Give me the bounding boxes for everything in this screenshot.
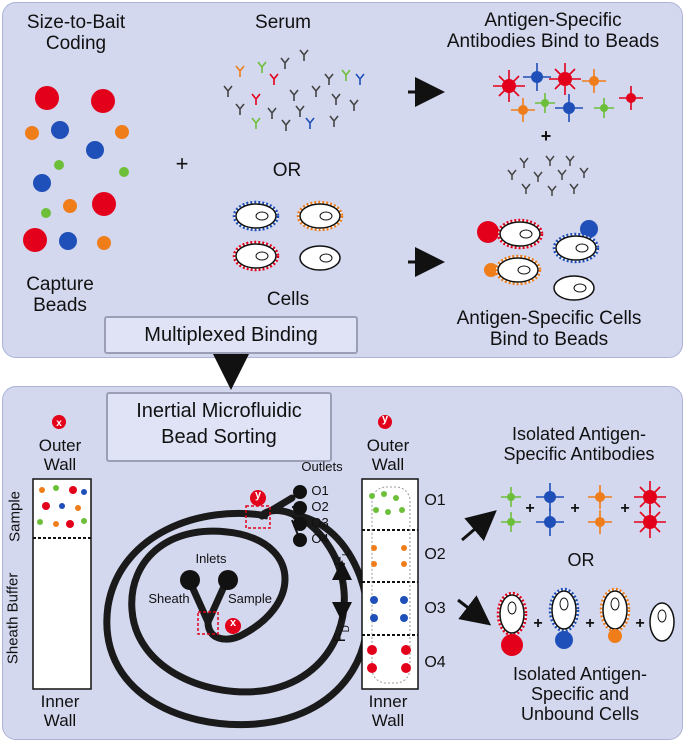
capture-bead bbox=[63, 199, 77, 213]
plus-between-antibodies-1: + bbox=[525, 500, 535, 517]
capture-bead bbox=[115, 125, 129, 139]
outlets-title: Outlets bbox=[301, 459, 343, 474]
capture-bead bbox=[35, 86, 59, 110]
inlet-sample-label: Sample bbox=[227, 591, 273, 606]
plus-between-cells-3: + bbox=[635, 615, 645, 632]
inlet-ports bbox=[180, 570, 238, 590]
capture-bead bbox=[23, 228, 47, 252]
outer-wall-left: Outer Wall bbox=[38, 436, 82, 475]
bound-cells-group bbox=[477, 218, 600, 301]
spiral-outer-loop bbox=[103, 509, 371, 729]
cells-label: Cells bbox=[266, 289, 310, 310]
isolated-antibodies-label: Isolated Antigen- Specific Antibodies bbox=[503, 424, 655, 465]
isolated-cells-label: Isolated Antigen- Specific and Unbound C… bbox=[512, 664, 648, 725]
inlets-label: Inlets bbox=[195, 551, 227, 566]
plus-sign-antibodies: + bbox=[540, 126, 552, 146]
outlet-row-label-1: O1 bbox=[424, 492, 446, 509]
sheath-label: Sheath bbox=[148, 591, 190, 606]
outlet-row-label-4: O4 bbox=[424, 654, 446, 671]
antibodies-bind-label: Antigen-Specific Antibodies Bind to Bead… bbox=[446, 10, 660, 53]
capture-bead bbox=[119, 167, 129, 177]
outer-wall-right: Outer Wall bbox=[366, 436, 410, 475]
y-marker-icon bbox=[250, 490, 266, 506]
outlet-label-2: O2 bbox=[311, 499, 329, 514]
capture-bead bbox=[91, 89, 115, 113]
force-lift-label: FL bbox=[332, 550, 352, 566]
capture-bead bbox=[86, 141, 104, 159]
capture-bead bbox=[25, 126, 39, 140]
cells-group bbox=[232, 200, 344, 272]
capture-bead bbox=[51, 121, 69, 139]
force-drag-subscript: D bbox=[341, 625, 352, 633]
force-drag-symbol: F bbox=[331, 632, 349, 643]
x-marker-icon bbox=[225, 618, 241, 634]
unbound-antibodies bbox=[507, 155, 589, 196]
multiplexed-binding-box: Multiplexed Binding bbox=[104, 316, 358, 354]
size-to-bait-label: Size-to-Bait Coding bbox=[26, 12, 126, 55]
channel-cross-section-left: x bbox=[32, 415, 92, 690]
capture-bead bbox=[54, 160, 64, 170]
plus-between-antibodies-3: + bbox=[620, 500, 630, 517]
capture-beads-label: Capture Beads bbox=[26, 274, 94, 317]
inlet-detail-box bbox=[197, 611, 219, 635]
outlet-row-label-3: O3 bbox=[424, 600, 446, 617]
outlet-row-label-2: O2 bbox=[424, 546, 446, 563]
force-lift-subscript: L bbox=[341, 550, 352, 557]
outlet-label-1: O1 bbox=[311, 483, 329, 498]
outlet-ports bbox=[293, 485, 307, 547]
serum-antibodies bbox=[223, 49, 365, 131]
bound-bead-stars bbox=[493, 63, 643, 122]
sheath-buffer-label-vertical: Sheath Buffer bbox=[4, 572, 22, 665]
outlet-label-4: O4 bbox=[311, 531, 329, 546]
capture-bead bbox=[97, 236, 111, 250]
channel-cross-section-right bbox=[361, 415, 419, 690]
y-marker-label-right: y bbox=[381, 413, 389, 425]
plus-between-cells-1: + bbox=[533, 615, 543, 632]
y-marker-label: y bbox=[254, 489, 262, 501]
plus-between-cells-2: + bbox=[585, 615, 595, 632]
force-drag-label: FD bbox=[331, 625, 352, 643]
arrow-down-right-icon bbox=[457, 595, 492, 626]
isolated-antibodies-stars bbox=[501, 481, 666, 538]
capture-bead bbox=[92, 192, 116, 216]
or-label-bottom: OR bbox=[567, 550, 595, 570]
isolated-cells bbox=[496, 587, 675, 656]
outlet-label-3: O3 bbox=[311, 515, 329, 530]
sample-label-vertical: Sample bbox=[6, 490, 24, 542]
svg-text:x: x bbox=[56, 418, 62, 429]
capture-bead bbox=[59, 232, 77, 250]
arrow-up-right-icon bbox=[461, 510, 497, 542]
capture-bead bbox=[41, 208, 51, 218]
inner-wall-left: Inner Wall bbox=[40, 692, 80, 731]
cells-bind-label: Antigen-Specific Cells Bind to Beads bbox=[456, 308, 642, 351]
plus-sign: + bbox=[175, 151, 189, 176]
inner-wall-right: Inner Wall bbox=[368, 692, 408, 731]
capture-beads-group bbox=[23, 86, 129, 252]
serum-label: Serum bbox=[255, 12, 311, 33]
force-lift-symbol: F bbox=[331, 556, 349, 566]
bead-sorting-box: Inertial Microfluidic Bead Sorting bbox=[106, 392, 332, 462]
capture-bead bbox=[33, 174, 51, 192]
x-marker-label: x bbox=[229, 617, 237, 629]
plus-between-antibodies-2: + bbox=[570, 500, 580, 517]
or-label-top: OR bbox=[272, 160, 302, 181]
